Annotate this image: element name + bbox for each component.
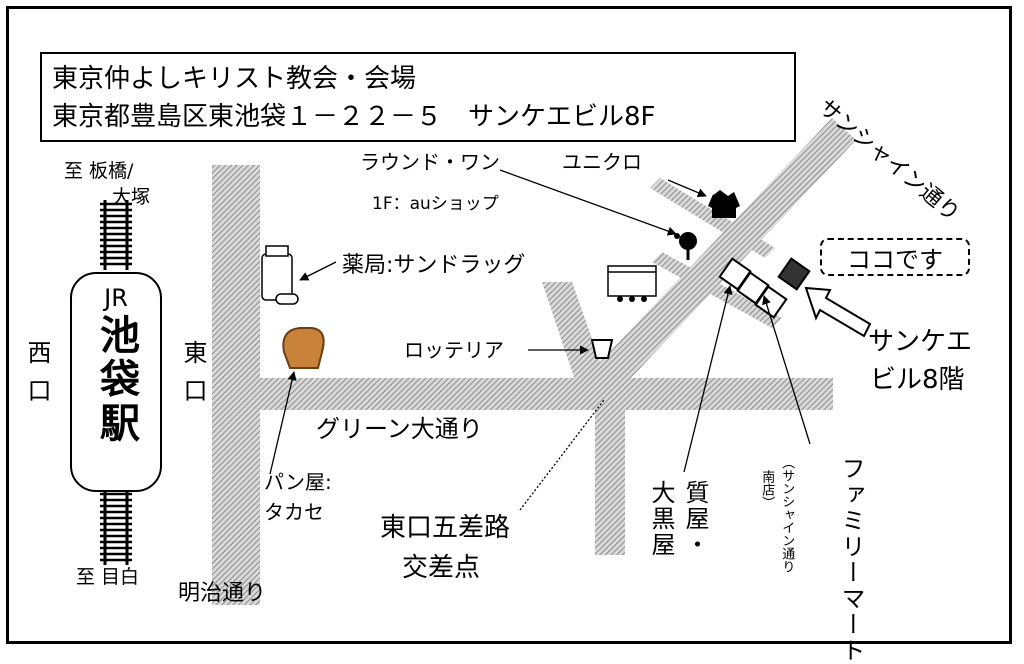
au-shop-label: 1F：auショップ — [372, 194, 499, 214]
road-south — [595, 395, 625, 555]
lotteria-label: ロッテリア — [404, 338, 504, 362]
target-building-icon — [777, 257, 811, 291]
intersection-label-2: 交差点 — [402, 553, 481, 583]
green-street-label: グリーン大通り — [316, 415, 483, 443]
road-north-branch — [542, 282, 610, 395]
building-label-2: ビル8階 — [870, 365, 965, 395]
famima-branch-label-1: （サンシャイン通り — [779, 456, 795, 573]
leader-lines — [269, 169, 811, 511]
intersection-label-1: 東口五差路 — [380, 513, 511, 543]
railway-ties — [100, 202, 132, 562]
here-callout: ココです — [820, 238, 970, 276]
direction-north-2: 大塚 — [112, 186, 151, 208]
direction-south: 至 目白 — [76, 566, 140, 588]
road-meiji — [212, 165, 260, 605]
bread-icon — [282, 327, 325, 369]
title-line-2: 東京都豊島区東池袋１－２２－５ サンケエビル8F — [52, 102, 656, 132]
medicine-icon — [261, 245, 299, 305]
building-label-1: サンケエ — [868, 327, 973, 357]
road-side-lower — [652, 252, 782, 328]
shirt-icon — [708, 190, 740, 218]
uniqlo-label: ユニクロ — [562, 150, 642, 174]
theater-icon — [607, 265, 657, 302]
title-line-1: 東京仲よしキリスト教会・会場 — [52, 64, 417, 94]
target-arrow — [804, 286, 872, 338]
station-name: 池袋駅 — [93, 314, 139, 446]
bakery-label-2: タカセ — [264, 500, 324, 524]
east-exit-label: 東口 — [179, 340, 207, 416]
road-sunshine — [583, 118, 856, 402]
ikebukuro-station: JR 池袋駅 — [70, 272, 162, 492]
meiji-street-label: 明治通り — [178, 581, 267, 606]
cup-icon — [590, 339, 614, 359]
famima-branch-label-2: 南店） — [759, 470, 775, 509]
road-green-street — [258, 378, 833, 410]
bakery-label-1: パン屋: — [264, 470, 332, 494]
title-box: 東京仲よしキリスト教会・会場 東京都豊島区東池袋１－２２－５ サンケエビル8F — [40, 52, 796, 142]
pharmacy-label: 薬局:サンドラッグ — [342, 253, 526, 278]
pawn-shop-label-1: 質屋・ — [681, 480, 709, 558]
direction-north-1: 至 板橋/ — [64, 160, 134, 182]
ping-pong-icon — [674, 232, 697, 260]
station-jr-label: JR — [104, 284, 128, 312]
building-icon — [718, 257, 788, 319]
round1-label: ラウンド・ワン — [360, 150, 500, 174]
pawn-shop-label-2: 大黒屋 — [647, 480, 675, 558]
famima-label: ファミリーマート — [837, 456, 865, 664]
west-exit-label: 西口 — [23, 340, 51, 416]
